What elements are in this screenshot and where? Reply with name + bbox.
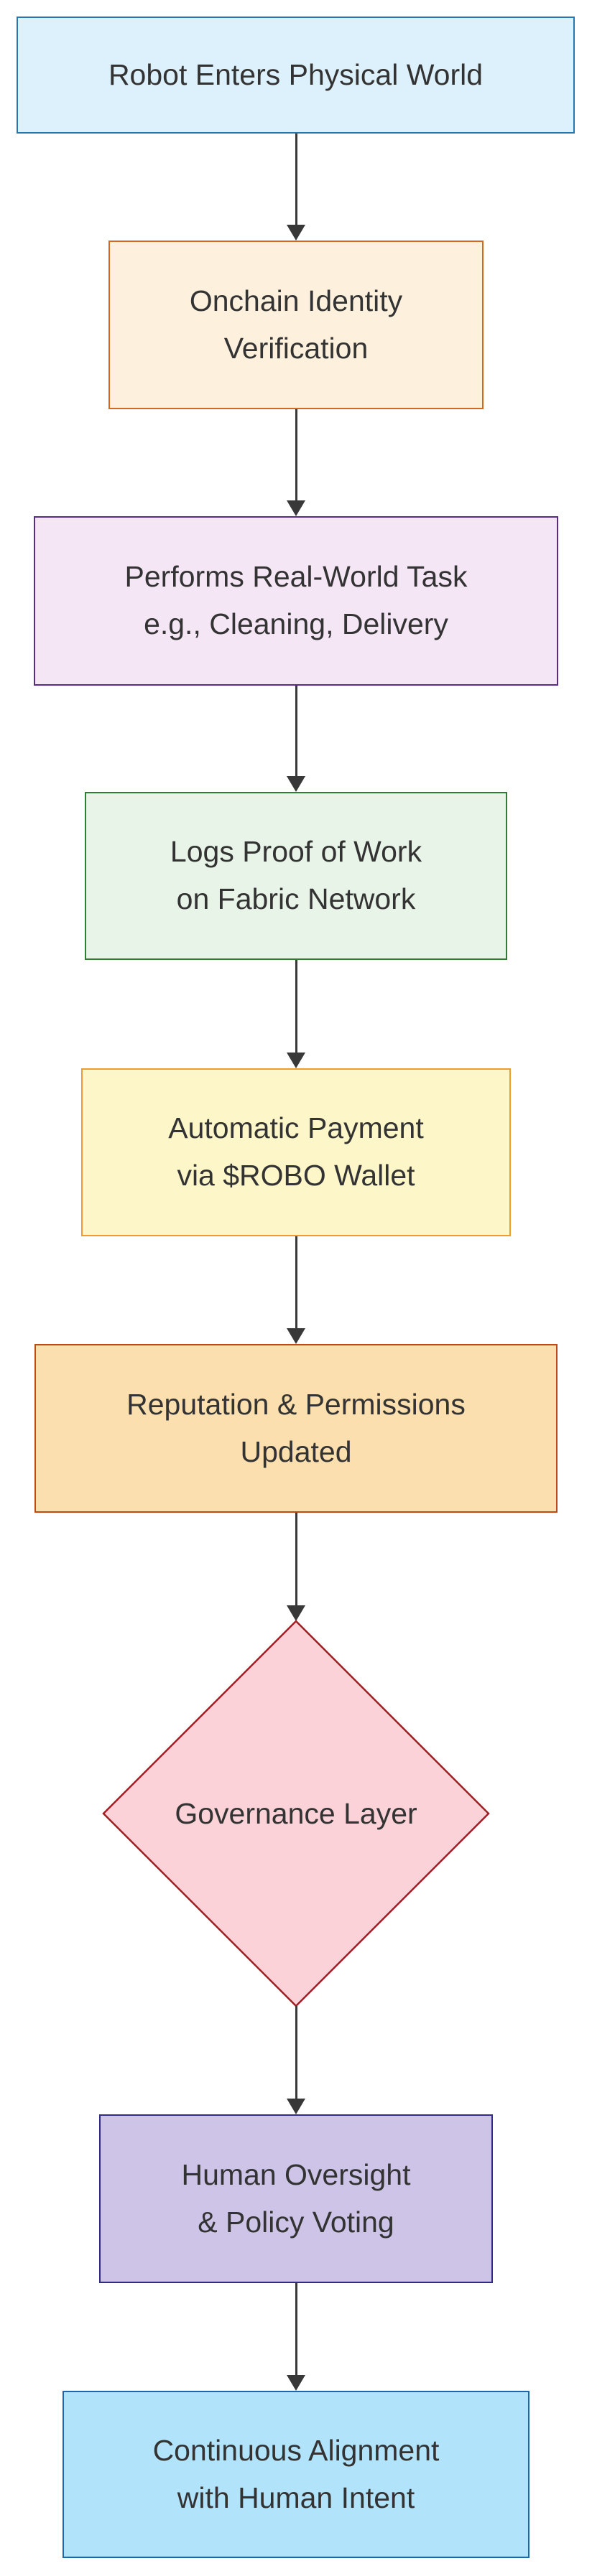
flow-node-onchain-identity: Onchain Identity Verification (108, 241, 484, 409)
node-label: via $ROBO Wallet (177, 1159, 415, 1192)
flow-node-human-oversight: Human Oversight & Policy Voting (99, 2114, 493, 2283)
flow-arrow-head (287, 500, 305, 516)
flow-arrow-head (287, 776, 305, 792)
node-label: Updated (240, 1434, 352, 1468)
node-label: Continuous Alignment (152, 2433, 440, 2467)
flow-arrow-line (295, 1513, 297, 1606)
node-label: & Policy Voting (198, 2205, 394, 2239)
flow-arrow-head (287, 2375, 305, 2391)
flow-arrow-line (295, 134, 297, 225)
flow-arrow-head (287, 2099, 305, 2114)
flow-node-continuous-alignment: Continuous Alignment with Human Intent (63, 2391, 529, 2558)
flow-arrow-line (295, 960, 297, 1053)
flow-arrow-line (295, 409, 297, 501)
flow-arrow-line (295, 2283, 297, 2376)
node-label: Logs Proof of Work (170, 835, 422, 869)
node-label: Performs Real-World Task (124, 560, 468, 594)
node-label: Reputation & Permissions (126, 1387, 466, 1421)
flow-arrow-line (295, 1236, 297, 1329)
flow-arrow-head (287, 1328, 305, 1344)
node-label: Automatic Payment (168, 1111, 424, 1145)
flow-arrow-line (295, 2006, 297, 2099)
node-label: Robot Enters Physical World (108, 57, 484, 91)
flow-arrow-head (287, 1053, 305, 1068)
node-label: on Fabric Network (176, 882, 416, 915)
flow-node-reputation-updated: Reputation & Permissions Updated (34, 1344, 558, 1513)
flow-node-logs-proof: Logs Proof of Work on Fabric Network (85, 792, 507, 960)
flow-node-robot-enters: Robot Enters Physical World (17, 17, 575, 134)
node-label: Verification (223, 331, 369, 365)
flow-arrow-line (295, 686, 297, 777)
flow-arrow-head (287, 1605, 305, 1621)
flow-node-governance-layer: Governance Layer (103, 1621, 489, 2006)
flow-node-performs-task: Performs Real-World Task e.g., Cleaning,… (34, 516, 558, 686)
node-label: Onchain Identity (189, 284, 403, 317)
flow-node-automatic-payment: Automatic Payment via $ROBO Wallet (81, 1068, 511, 1236)
node-label: Human Oversight (181, 2157, 411, 2191)
flow-arrow-head (287, 225, 305, 241)
node-label: with Human Intent (177, 2481, 415, 2514)
node-label: Governance Layer (175, 1796, 417, 1830)
node-label: e.g., Cleaning, Delivery (144, 607, 448, 640)
